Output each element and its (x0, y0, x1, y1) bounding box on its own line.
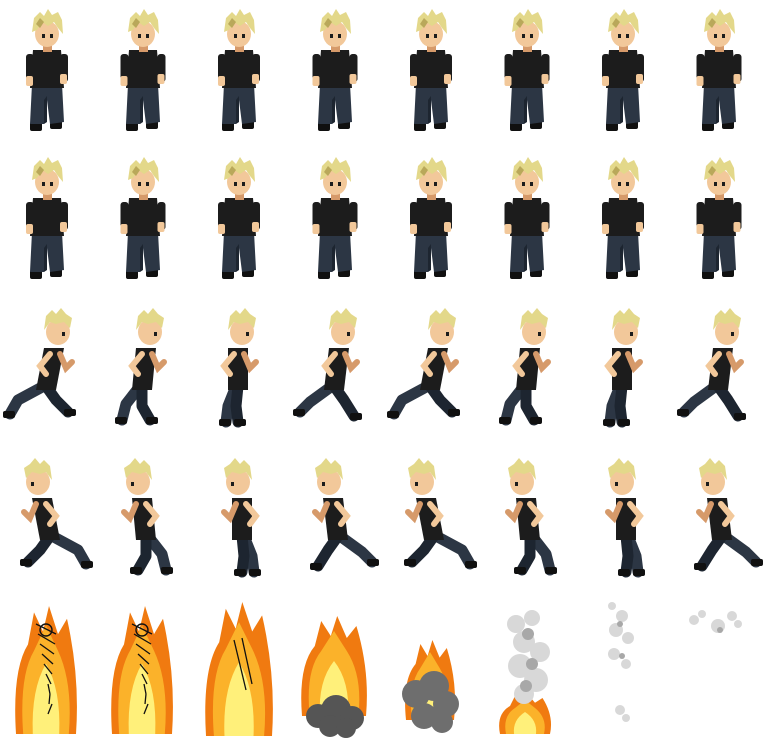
character-stand-sprite (218, 9, 260, 131)
burn-row-frame-1 (0, 594, 96, 740)
burn-row-frame-6 (480, 594, 576, 740)
smoke-with-flame-sprite (402, 640, 459, 733)
flame-with-rock-sprite (301, 616, 367, 738)
burning-figure-sprite (111, 606, 173, 734)
run-row-1-frame-7 (576, 296, 672, 446)
character-run-sprite (677, 308, 746, 422)
character-stand-sprite (504, 9, 550, 131)
character-run-sprite (219, 308, 259, 428)
burn-row-frame-3 (192, 594, 288, 740)
character-run-sprite (404, 458, 477, 570)
character-stand-sprite (312, 9, 358, 131)
character-stand-sprite (120, 9, 166, 131)
run-row-2-frame-1 (0, 446, 96, 594)
flame-burst-sprite (205, 602, 273, 736)
run-row-2-frame-8 (672, 446, 768, 594)
burn-row-frame-4 (288, 594, 384, 740)
idle-row-1-frame-5 (384, 0, 480, 148)
character-run-sprite (694, 458, 763, 572)
idle-row-2-frame-5 (384, 148, 480, 296)
run-row-1-frame-4 (288, 296, 384, 446)
burn-row-frame-5 (384, 594, 480, 740)
run-row-1-frame-6 (480, 296, 576, 446)
character-stand-sprite (120, 157, 166, 279)
wisps-sprite (689, 610, 742, 633)
idle-row-1-frame-3 (192, 0, 288, 148)
idle-row-2-frame-6 (480, 148, 576, 296)
character-stand-sprite (218, 157, 260, 279)
character-stand-sprite (504, 157, 550, 279)
idle-row-1-frame-8 (672, 0, 768, 148)
idle-row-2-frame-1 (0, 148, 96, 296)
character-run-sprite (221, 458, 261, 578)
character-stand-sprite (602, 9, 644, 131)
idle-row-1-frame-6 (480, 0, 576, 148)
burn-row-frame-8 (672, 594, 768, 740)
run-row-1-frame-2 (96, 296, 192, 446)
burning-figure-sprite (15, 606, 77, 734)
idle-row-1-frame-4 (288, 0, 384, 148)
character-run-sprite (20, 458, 93, 570)
idle-row-2-frame-2 (96, 148, 192, 296)
idle-row-1-frame-2 (96, 0, 192, 148)
character-run-sprite (603, 308, 643, 428)
run-row-1-frame-5 (384, 296, 480, 446)
character-run-sprite (293, 308, 362, 422)
character-stand-sprite (410, 157, 452, 279)
idle-row-2-frame-8 (672, 148, 768, 296)
character-stand-sprite (602, 157, 644, 279)
idle-row-2-frame-7 (576, 148, 672, 296)
run-row-2-frame-6 (480, 446, 576, 594)
idle-row-1-frame-1 (0, 0, 96, 148)
character-stand-sprite (26, 9, 68, 131)
run-row-2-frame-7 (576, 446, 672, 594)
idle-row-1-frame-7 (576, 0, 672, 148)
character-run-sprite (310, 458, 379, 572)
character-run-sprite (387, 308, 460, 420)
character-stand-sprite (696, 9, 742, 131)
character-run-sprite (505, 458, 557, 576)
character-run-sprite (499, 308, 551, 426)
character-run-sprite (115, 308, 167, 426)
character-run-sprite (605, 458, 645, 578)
idle-row-2-frame-3 (192, 148, 288, 296)
character-run-sprite (3, 308, 76, 420)
burn-row-frame-7 (576, 594, 672, 740)
character-stand-sprite (312, 157, 358, 279)
idle-row-2-frame-4 (288, 148, 384, 296)
run-row-1-frame-3 (192, 296, 288, 446)
character-stand-sprite (26, 157, 68, 279)
character-run-sprite (121, 458, 173, 576)
wisps-sprite (608, 602, 634, 722)
run-row-2-frame-2 (96, 446, 192, 594)
run-row-1-frame-1 (0, 296, 96, 446)
character-stand-sprite (696, 157, 742, 279)
run-row-2-frame-5 (384, 446, 480, 594)
character-stand-sprite (410, 9, 452, 131)
run-row-2-frame-3 (192, 446, 288, 594)
run-row-2-frame-4 (288, 446, 384, 594)
run-row-1-frame-8 (672, 296, 768, 446)
burn-row-frame-2 (96, 594, 192, 740)
smoke-with-flame-sprite (499, 610, 552, 734)
